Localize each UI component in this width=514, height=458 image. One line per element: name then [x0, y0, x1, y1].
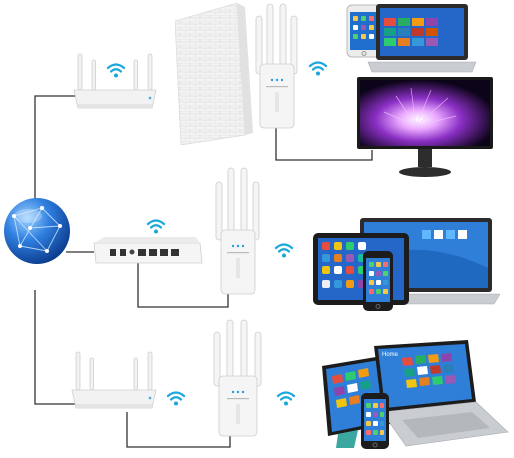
wifi-extender-icon: [212, 166, 264, 298]
line-modem-extender-mid: [137, 258, 229, 308]
wifi-icon: [146, 218, 166, 234]
modem-icon: [92, 237, 204, 267]
line-router-bottom-extender: [126, 412, 231, 448]
laptop-icon: Home: [372, 340, 510, 450]
wifi-icon: [308, 60, 328, 76]
router-icon: [70, 52, 160, 114]
wifi-icon: [276, 390, 296, 406]
line-extender-top-monitor: [275, 120, 373, 161]
wifi-icon: [274, 242, 294, 258]
smartphone-icon: [360, 392, 390, 450]
router-icon: [68, 350, 160, 414]
monitor-icon: [356, 76, 494, 182]
wifi-icon: [166, 390, 186, 406]
smartphone-icon: [346, 4, 382, 58]
screen-caption: Home: [382, 352, 399, 358]
globe-icon: [2, 196, 72, 266]
tablet-icon: [312, 232, 410, 306]
wifi-icon: [106, 62, 126, 78]
wifi-extender-icon: [210, 318, 266, 440]
brick-wall-icon: [175, 3, 255, 145]
line-globe-router-bottom: [34, 290, 84, 405]
laptop-icon: [366, 2, 478, 74]
wifi-extender-icon: [252, 2, 302, 132]
line-globe-router-top: [34, 95, 84, 200]
smartphone-icon: [362, 250, 394, 312]
